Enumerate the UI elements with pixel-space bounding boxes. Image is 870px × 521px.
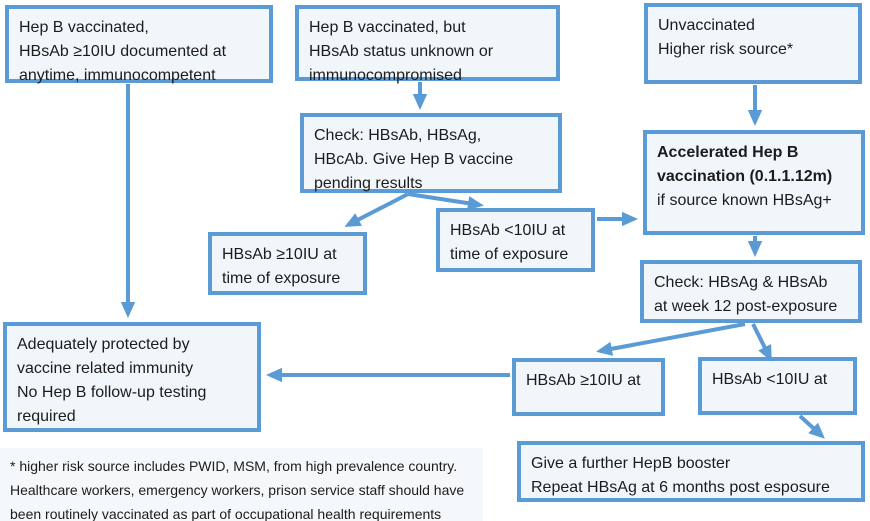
arrow-check-to-ge10-exposure bbox=[344, 192, 409, 227]
node-lt10-week12-label: HBsAb <10IU at bbox=[712, 371, 828, 388]
node-ge10-at-exposure: HBsAb ≥10IU at time of exposure bbox=[208, 232, 367, 295]
arrow-lt10-week12-to-booster bbox=[798, 414, 825, 439]
node-vaccinated-unknown: Hep B vaccinated, but HBsAb status unkno… bbox=[295, 5, 560, 84]
node-lt10-week12: HBsAb <10IU at bbox=[698, 357, 857, 415]
node-adequately-protected-label: Adequately protected by vaccine related … bbox=[17, 336, 207, 425]
node-lt10-at-exposure-label: HBsAb <10IU at time of exposure bbox=[450, 222, 569, 263]
node-booster: Give a further HepB booster Repeat HBsAg… bbox=[517, 441, 865, 502]
node-booster-label: Give a further HepB booster Repeat HBsAg… bbox=[531, 455, 830, 496]
node-unvaccinated: Unvaccinated Higher risk source* bbox=[644, 3, 862, 84]
node-adequately-protected: Adequately protected by vaccine related … bbox=[3, 322, 261, 432]
node-lt10-at-exposure: HBsAb <10IU at time of exposure bbox=[436, 208, 595, 272]
node-accelerated-vaccination-body: if source known HBsAg+ bbox=[657, 192, 832, 209]
node-check-week12-label: Check: HBsAg & HBsAb at week 12 post-exp… bbox=[654, 274, 838, 315]
footnote: * higher risk source includes PWID, MSM,… bbox=[0, 448, 483, 521]
node-vaccinated-documented: Hep B vaccinated, HBsAb ≥10IU documented… bbox=[5, 5, 273, 84]
node-ge10-week12: HBsAb ≥10IU at bbox=[512, 358, 665, 416]
arrow-check-week12-to-ge10 bbox=[596, 322, 746, 356]
node-check-exposure-label: Check: HBsAb, HBsAg, HBcAb. Give Hep B v… bbox=[314, 127, 514, 192]
node-ge10-week12-label: HBsAb ≥10IU at bbox=[526, 372, 641, 389]
node-accelerated-vaccination: Accelerated Hep B vaccination (0.1.1.12m… bbox=[643, 130, 865, 235]
node-vaccinated-unknown-label: Hep B vaccinated, but HBsAb status unkno… bbox=[309, 19, 494, 84]
node-ge10-at-exposure-label: HBsAb ≥10IU at time of exposure bbox=[222, 246, 341, 287]
node-accelerated-vaccination-title: Accelerated Hep B vaccination (0.1.1.12m… bbox=[657, 144, 833, 185]
node-check-exposure: Check: HBsAb, HBsAg, HBcAb. Give Hep B v… bbox=[300, 113, 562, 193]
node-unvaccinated-label: Unvaccinated Higher risk source* bbox=[658, 17, 794, 58]
node-check-week12: Check: HBsAg & HBsAb at week 12 post-exp… bbox=[640, 260, 862, 323]
arrow-check-week12-to-lt10 bbox=[751, 323, 772, 362]
node-vaccinated-documented-label: Hep B vaccinated, HBsAb ≥10IU documented… bbox=[19, 19, 227, 84]
